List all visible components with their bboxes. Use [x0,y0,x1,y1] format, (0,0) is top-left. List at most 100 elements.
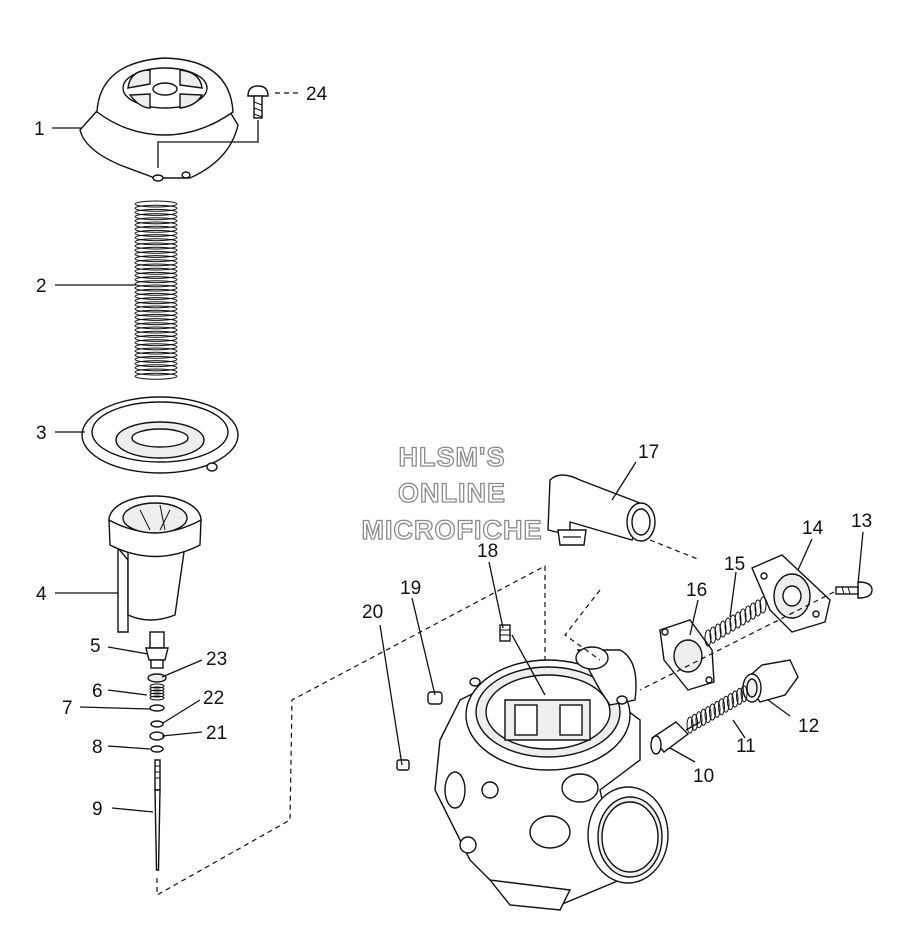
spring-coil [695,711,703,729]
callout-17: 17 [638,442,659,463]
callout-10: 10 [693,766,714,787]
spring-coil [718,698,725,716]
spring-coil [134,276,178,284]
spring-coil [134,322,178,330]
part-14-cover-plate [751,554,831,633]
spring-coil [134,318,178,326]
needle-clip-stack [145,631,169,753]
callout-7: 7 [62,698,73,719]
spring-coil [134,372,178,380]
part-13-screw [639,581,873,691]
spring-coil [736,687,743,705]
carburetor-body [434,646,669,911]
callout-4: 4 [36,584,47,605]
callout-20: 20 [362,602,383,623]
callout-11: 11 [736,736,756,757]
spring-coil [134,343,178,351]
part-15-spring [704,596,767,647]
spring-coil [134,271,178,279]
callout-22: 22 [203,688,224,709]
spring-coil [134,355,178,363]
part-16-gasket [659,619,715,691]
part-2-spring [134,200,178,380]
spring-coil [149,695,165,701]
spring-coil [714,623,722,641]
spring-coil [759,596,767,614]
spring-coil [134,259,178,267]
part-20-screw [396,759,410,771]
spring-coil [734,611,742,629]
spring-coil [134,246,178,254]
assembly-path-cover [564,589,601,661]
spring-coil [700,708,707,726]
callout-labels: 1 2 3 4 5 6 7 8 9 10 11 12 13 14 15 16 1… [34,84,872,820]
leader-lines [52,127,864,813]
watermark-line-2: ONLINE [398,478,506,508]
spring-coil [134,364,178,372]
part-4-slide [108,495,202,633]
spring-coil [731,690,739,708]
spring-coil [749,602,757,620]
spring-coil [740,685,748,703]
spring-coil [744,605,752,623]
spring-coil [134,204,178,212]
watermark: HLSM'S ONLINE MICROFICHE [361,441,542,545]
spring-coil [722,695,730,713]
spring-coil [724,617,732,635]
callout-13: 13 [851,511,872,532]
part-17-elbow-fitting [547,474,701,561]
callout-21: 21 [206,723,227,744]
spring-coil [134,267,178,275]
spring-coil [704,706,712,724]
spring-coil [134,217,178,225]
spring-coil [134,288,178,296]
spring-coil [134,339,178,347]
spring-coil [134,301,178,309]
spring-coil [134,225,178,233]
part-12-fitting [742,659,799,703]
callout-2: 2 [36,276,47,297]
spring-coil [134,208,178,216]
callout-5: 5 [90,636,101,657]
spring-coil [134,360,178,368]
part-10-plunger [650,721,701,755]
spring-coil [729,614,737,632]
spring-coil [134,309,178,317]
spring-coil [704,629,712,647]
callout-15: 15 [724,554,745,575]
spring-coil [134,368,178,376]
spring-coil [134,234,178,242]
spring-coil [134,330,178,338]
spring-coil [134,213,178,221]
spring-coil [713,700,721,718]
spring-coil [709,626,717,644]
spring-coil [134,255,178,263]
callout-18: 18 [477,541,498,562]
callout-19: 19 [400,578,421,599]
spring-coil [134,200,178,208]
spring-coil [754,599,762,617]
spring-coil [149,686,165,692]
spring-coil [149,692,165,698]
callout-3: 3 [36,423,47,444]
spring-coil [149,683,165,689]
callout-6: 6 [92,681,103,702]
callout-8: 8 [92,737,103,758]
spring-coil [134,263,178,271]
spring-coil [719,620,727,638]
spring-coil [709,703,716,721]
callout-14: 14 [802,518,824,539]
spring-coil [134,351,178,359]
callout-23: 23 [206,649,227,670]
spring-coil [134,313,178,321]
callout-12: 12 [798,716,819,737]
spring-coil [739,608,747,626]
part-1-top-cover [79,57,239,182]
spring-coil [134,250,178,258]
spring-coil [134,284,178,292]
spring-coil [134,347,178,355]
part-11-spring [686,685,748,734]
callout-24: 24 [306,84,328,105]
spring-coil [134,297,178,305]
spring-coil [134,242,178,250]
